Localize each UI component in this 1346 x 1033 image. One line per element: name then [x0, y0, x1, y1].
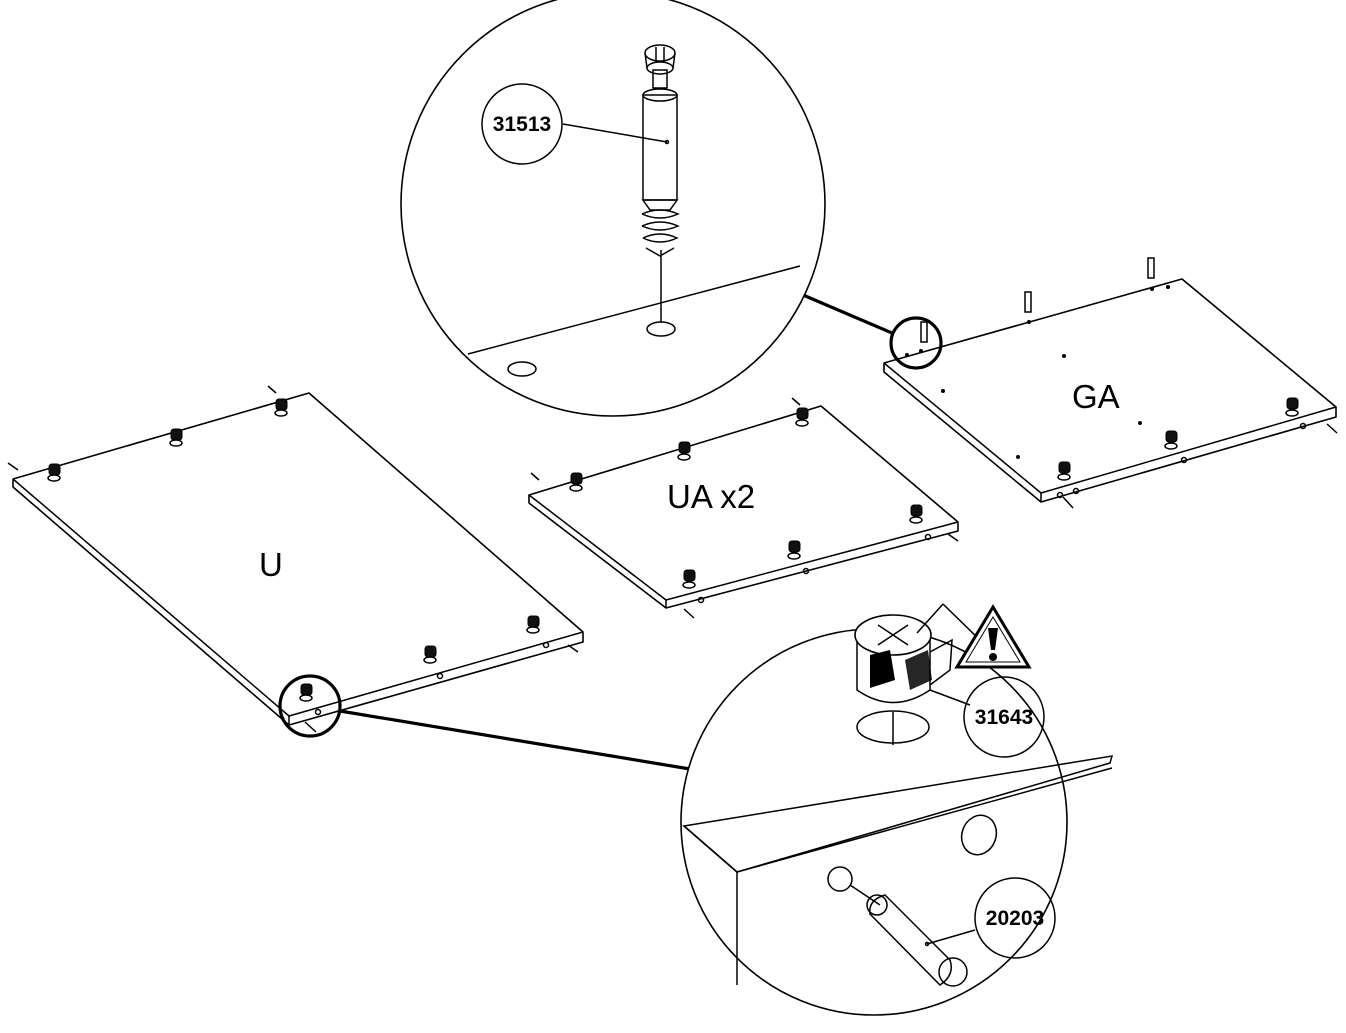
board-u: U [7, 385, 584, 733]
warning-triangle-icon [954, 604, 1032, 669]
leader-top-detail [795, 290, 893, 335]
cam-bolt-part [641, 44, 680, 257]
detail-cam-bolt: 31513 [400, 0, 826, 417]
board-ua: UA x2 [528, 397, 959, 619]
highlight-circle-u [278, 674, 342, 738]
cam-lock-part [854, 614, 953, 745]
part-number-31513: 31513 [493, 113, 551, 136]
leader-bottom-detail [339, 709, 691, 771]
label-ua: UA x2 [667, 478, 755, 515]
board-ga: GA [883, 257, 1338, 509]
part-number-31643: 31643 [975, 706, 1033, 729]
label-ga: GA [1072, 378, 1120, 415]
dowel-part [849, 884, 968, 987]
label-u: U [259, 546, 283, 583]
detail-cam-lock-dowel: 31643 20203 [680, 603, 1114, 1016]
highlight-circle-ga [889, 316, 943, 370]
part-number-20203: 20203 [986, 907, 1044, 930]
